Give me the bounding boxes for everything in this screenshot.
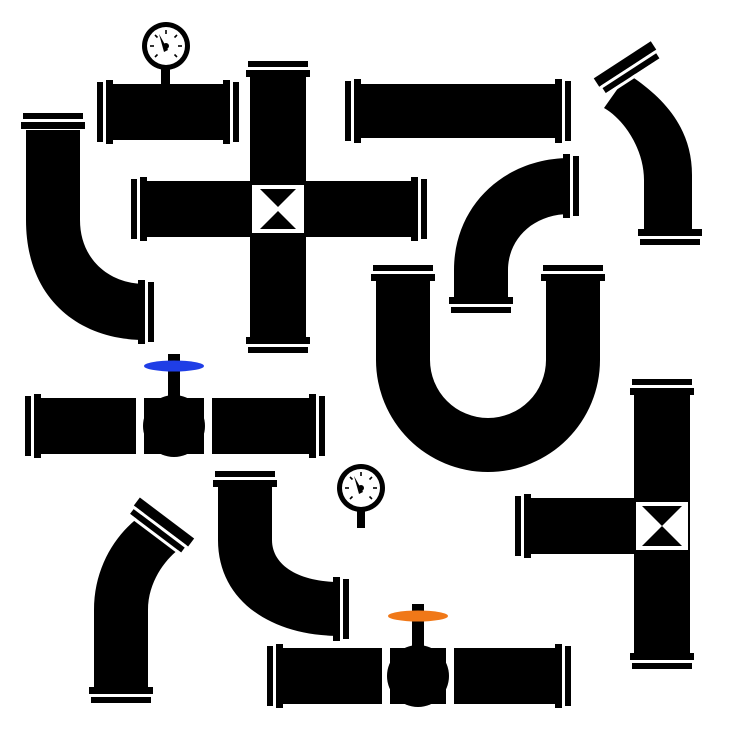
tee-fitting-x-icon <box>636 502 688 550</box>
elbow-pipe-bend <box>593 41 702 248</box>
cross-junction <box>128 58 430 356</box>
pipe-with-valve-blue <box>22 354 328 458</box>
valve-handle-orange-icon <box>388 610 448 622</box>
pipe-with-valve-orange <box>264 604 574 708</box>
elbow-pipe-left <box>21 110 157 344</box>
tee-junction <box>512 376 694 672</box>
u-bend-pipe <box>371 262 605 472</box>
pressure-gauge-icon <box>141 21 191 71</box>
elbow-pipe-center <box>449 154 582 316</box>
valve-handle-blue-icon <box>144 360 204 372</box>
straight-pipe <box>342 79 574 143</box>
elbow-pipe-bend-lower <box>89 497 195 706</box>
pressure-gauge <box>336 463 386 528</box>
cross-fitting-x-icon <box>252 185 304 233</box>
elbow-pipe-lower <box>213 468 352 641</box>
straight-pipe-with-gauge <box>94 21 242 144</box>
